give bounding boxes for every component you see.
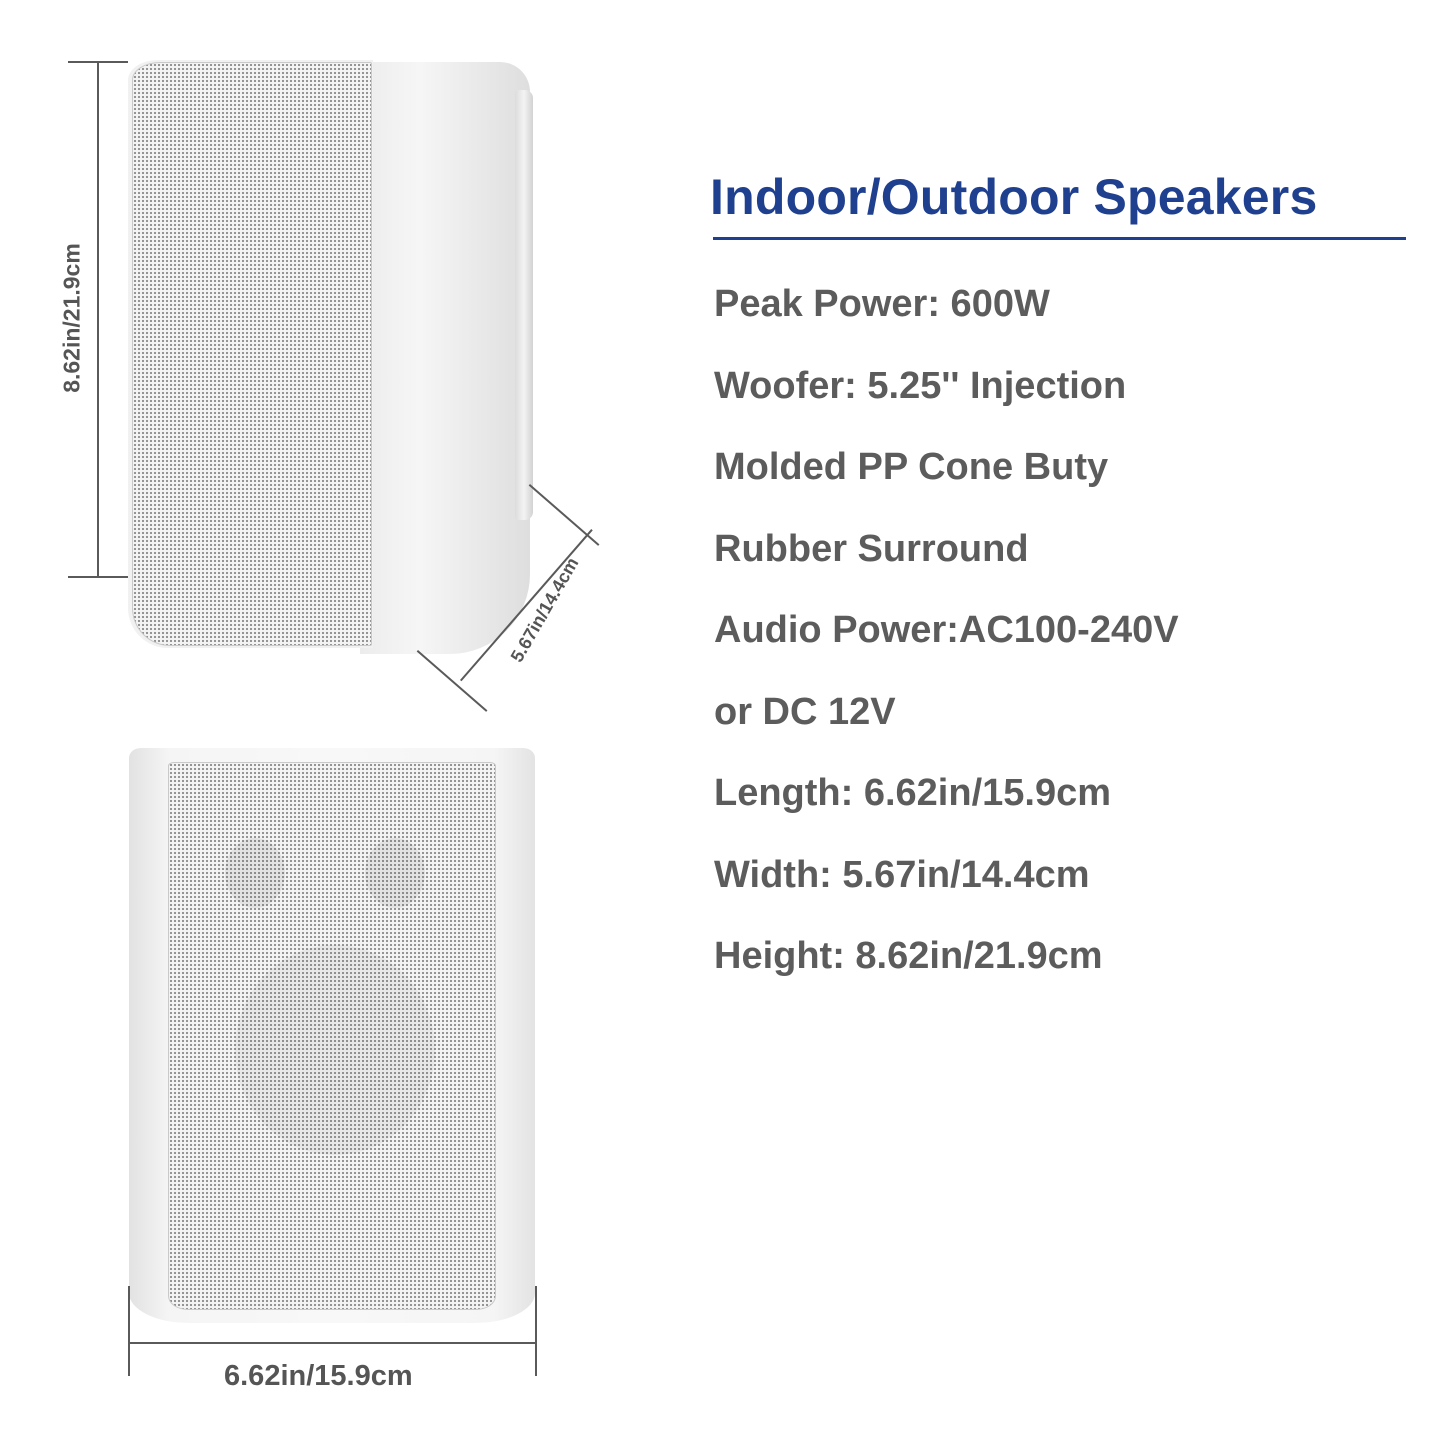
product-title: Indoor/Outdoor Speakers (710, 169, 1318, 225)
dimension-line-horizontal (128, 1342, 536, 1344)
speaker-grille (132, 62, 372, 646)
dimension-tick-right (535, 1286, 537, 1376)
height-dimension-label: 8.62in/21.9cm (58, 243, 85, 393)
spec-cone: Molded PP Cone Buty (714, 446, 1109, 488)
speaker-mount-bracket (515, 90, 533, 520)
tweeter-shadow-right (365, 838, 425, 908)
dimension-tick-left (128, 1286, 130, 1376)
width-dimension-label: 6.62in/15.9cm (224, 1360, 413, 1392)
spec-surround: Rubber Surround (714, 527, 1029, 570)
speaker-side-panel (360, 62, 530, 654)
dimension-line-vertical (97, 61, 99, 577)
tweeter-shadow-left (225, 838, 285, 908)
speaker-grille (168, 762, 496, 1310)
woofer-shadow (235, 945, 435, 1155)
spec-length: Length: 6.62in/15.9cm (714, 772, 1112, 814)
spec-width: Width: 5.67in/14.4cm (714, 853, 1090, 896)
spec-list: Peak Power: 600W Woofer: 5.25'' Injectio… (714, 281, 1179, 1015)
title-underline (713, 237, 1406, 240)
spec-dc-power: or DC 12V (714, 690, 896, 733)
spec-woofer: Woofer: 5.25'' Injection (714, 364, 1127, 407)
spec-audio-power: Audio Power:AC100-240V (714, 609, 1179, 651)
spec-height: Height: 8.62in/21.9cm (714, 935, 1103, 977)
spec-peak-power: Peak Power: 600W (714, 283, 1050, 325)
dimension-tick-upper (529, 484, 600, 546)
